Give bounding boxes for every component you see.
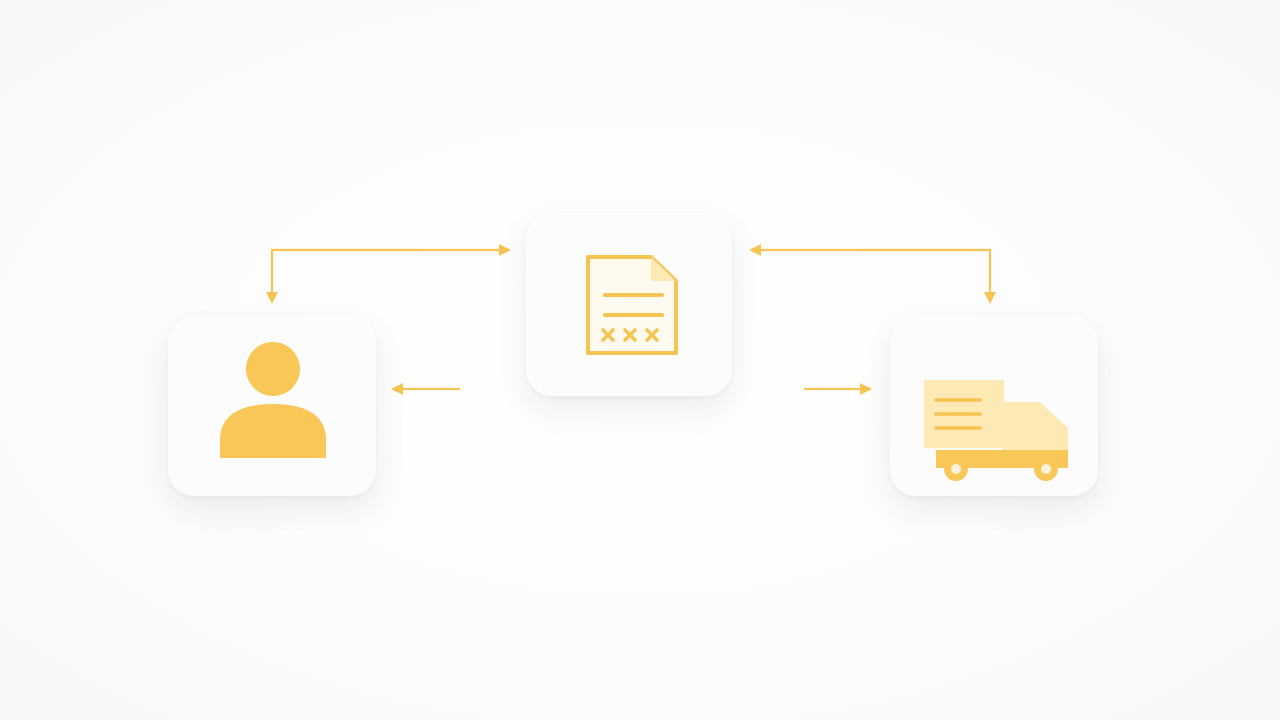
arrow-to-invoice-left: [499, 244, 511, 256]
delivery-card[interactable]: [890, 316, 1098, 496]
invoice-card[interactable]: [526, 213, 732, 396]
delivery-truck-icon: [924, 380, 1068, 481]
arrow-to-delivery-side: [860, 383, 872, 395]
arrow-to-delivery-top: [984, 292, 996, 304]
arrow-to-customer-side: [391, 383, 403, 395]
connector-invoice-delivery-line: [752, 248, 992, 296]
document-icon: [586, 255, 678, 355]
arrow-to-customer-top: [266, 292, 278, 304]
customer-card[interactable]: [168, 316, 376, 496]
person-icon: [220, 342, 326, 458]
connector-customer-invoice-line: [270, 248, 508, 296]
arrow-to-invoice-right: [749, 244, 761, 256]
